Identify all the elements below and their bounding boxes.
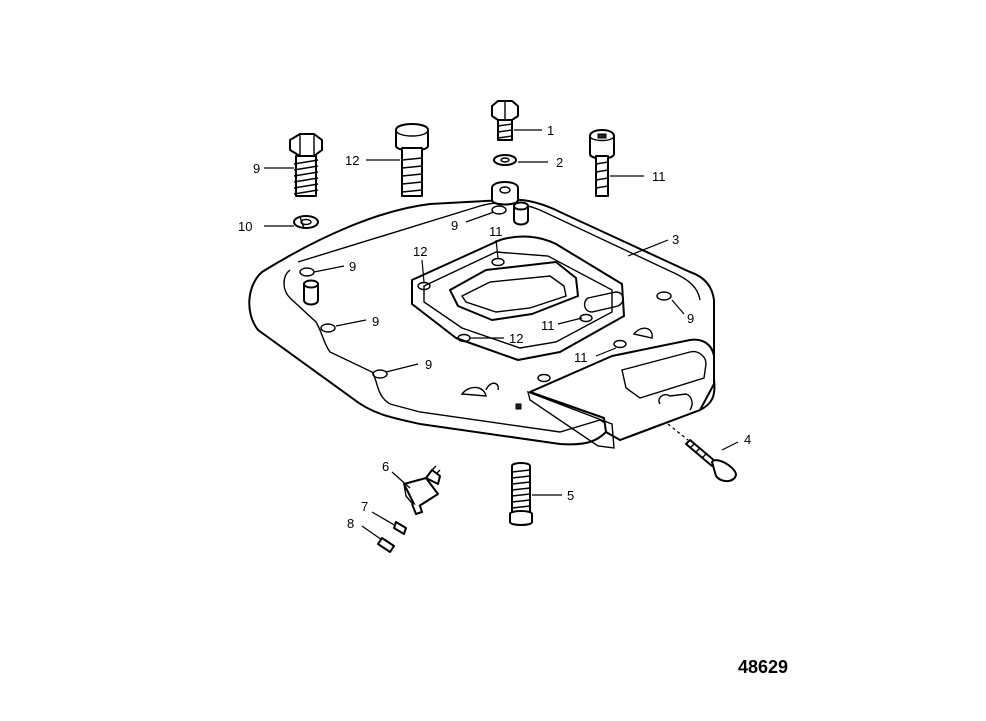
socket-head-screw: [589, 129, 615, 197]
figure-number: 48629: [738, 657, 788, 677]
connector-sleeve: [361, 525, 395, 553]
callout-3: 3: [672, 232, 679, 247]
callout-5: 5: [567, 488, 574, 503]
callout-9-top: 9: [451, 218, 458, 233]
hex-bolt-with-spring: [289, 133, 323, 197]
callout-labels: 1 2 3 4 5 6 7 8 9 9 9 9 9 9 10 11 11 11 …: [238, 123, 751, 531]
small-hex-bolt: [491, 100, 519, 141]
callout-9-midleft: 9: [372, 314, 379, 329]
large-hex-bolt: [395, 123, 429, 197]
callout-4: 4: [744, 432, 751, 447]
wire-terminal: [371, 511, 407, 535]
callout-9-left: 9: [349, 259, 356, 274]
callout-12-top: 12: [413, 244, 427, 259]
callout-11-top: 11: [489, 224, 503, 239]
callout-12-mid: 12: [509, 331, 523, 346]
carriage-bolt: [667, 423, 737, 482]
callout-11-mid: 11: [541, 318, 555, 333]
leader-lines: [264, 129, 739, 496]
callout-8: 8: [347, 516, 354, 531]
flat-washer: [493, 154, 517, 166]
switch-sender: [403, 465, 441, 515]
callout-9-lower: 9: [425, 357, 432, 372]
callout-6: 6: [382, 459, 389, 474]
callout-9-right: 9: [687, 311, 694, 326]
callout-10: 10: [238, 219, 252, 234]
spring-screw: [509, 462, 533, 526]
callout-2: 2: [556, 155, 563, 170]
callout-7: 7: [361, 499, 368, 514]
callout-11-screw: 11: [652, 169, 666, 184]
callout-1: 1: [547, 123, 554, 138]
lock-washer: [293, 215, 319, 229]
adaptor-plate: [248, 181, 716, 449]
callout-12-bolt: 12: [345, 153, 359, 168]
callout-9-bolt: 9: [253, 161, 260, 176]
callout-11-lower: 11: [574, 350, 588, 365]
